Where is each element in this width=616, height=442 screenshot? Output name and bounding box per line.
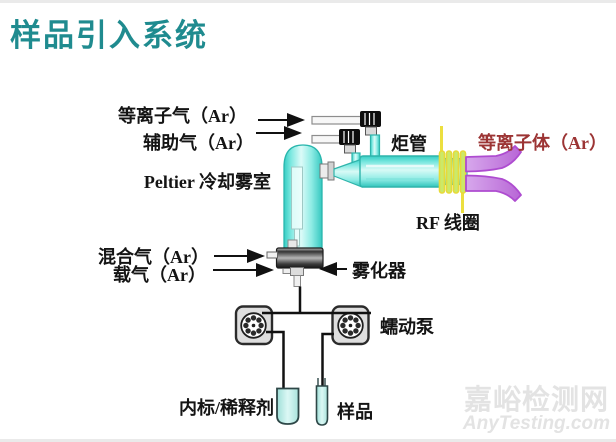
plasma-label: 等离子体（Ar）: [478, 132, 607, 153]
gas-tube-icon: [311, 134, 343, 144]
torch-label: 炬管: [391, 133, 427, 154]
rf-coil-label: RF 线圈: [416, 212, 480, 233]
auxiliary-gas-line: [256, 126, 343, 144]
carrier-gas-label: 载气（Ar）: [113, 264, 206, 285]
sample-tube-icon: [315, 378, 329, 426]
bottom-edge-strip: [0, 439, 616, 442]
sample-label: 样品: [337, 401, 373, 422]
plasma-flame-icon: [465, 145, 522, 202]
elbow-fitting-icon: [339, 129, 361, 166]
peristaltic-pump-label: 蠕动泵: [380, 317, 434, 337]
plasma-gas-line: [258, 113, 364, 127]
watermark-site-name: 嘉峪检测网: [463, 383, 609, 415]
auxiliary-gas-label: 辅助气（Ar）: [143, 132, 254, 153]
nebulizer-icon: [266, 247, 324, 287]
elbow-fitting-icon: [360, 111, 381, 163]
nebulizer-label: 雾化器: [351, 260, 407, 281]
watermark: 嘉峪检测网 AnyTesting.com: [462, 383, 610, 435]
internal-standard-vial-icon: [276, 387, 300, 425]
peristaltic-pump-icon: [234, 305, 274, 346]
mixed-gas-label: 混合气（Ar）: [98, 246, 209, 267]
watermark-site-domain: AnyTesting.com: [462, 413, 610, 435]
peristaltic-pump-icon: [331, 305, 370, 346]
plasma-gas-label: 等离子气（Ar）: [118, 105, 247, 126]
rf-coil-icon: [438, 126, 467, 213]
spray-chamber-label: Peltier 冷却雾室: [144, 171, 271, 192]
gas-tube-icon: [311, 115, 364, 125]
internal-standard-label: 内标/稀释剂: [179, 397, 274, 418]
spray-chamber-icon: [283, 144, 323, 250]
top-edge-strip: [0, 0, 616, 3]
page-title: 样品引入系统: [10, 18, 208, 53]
